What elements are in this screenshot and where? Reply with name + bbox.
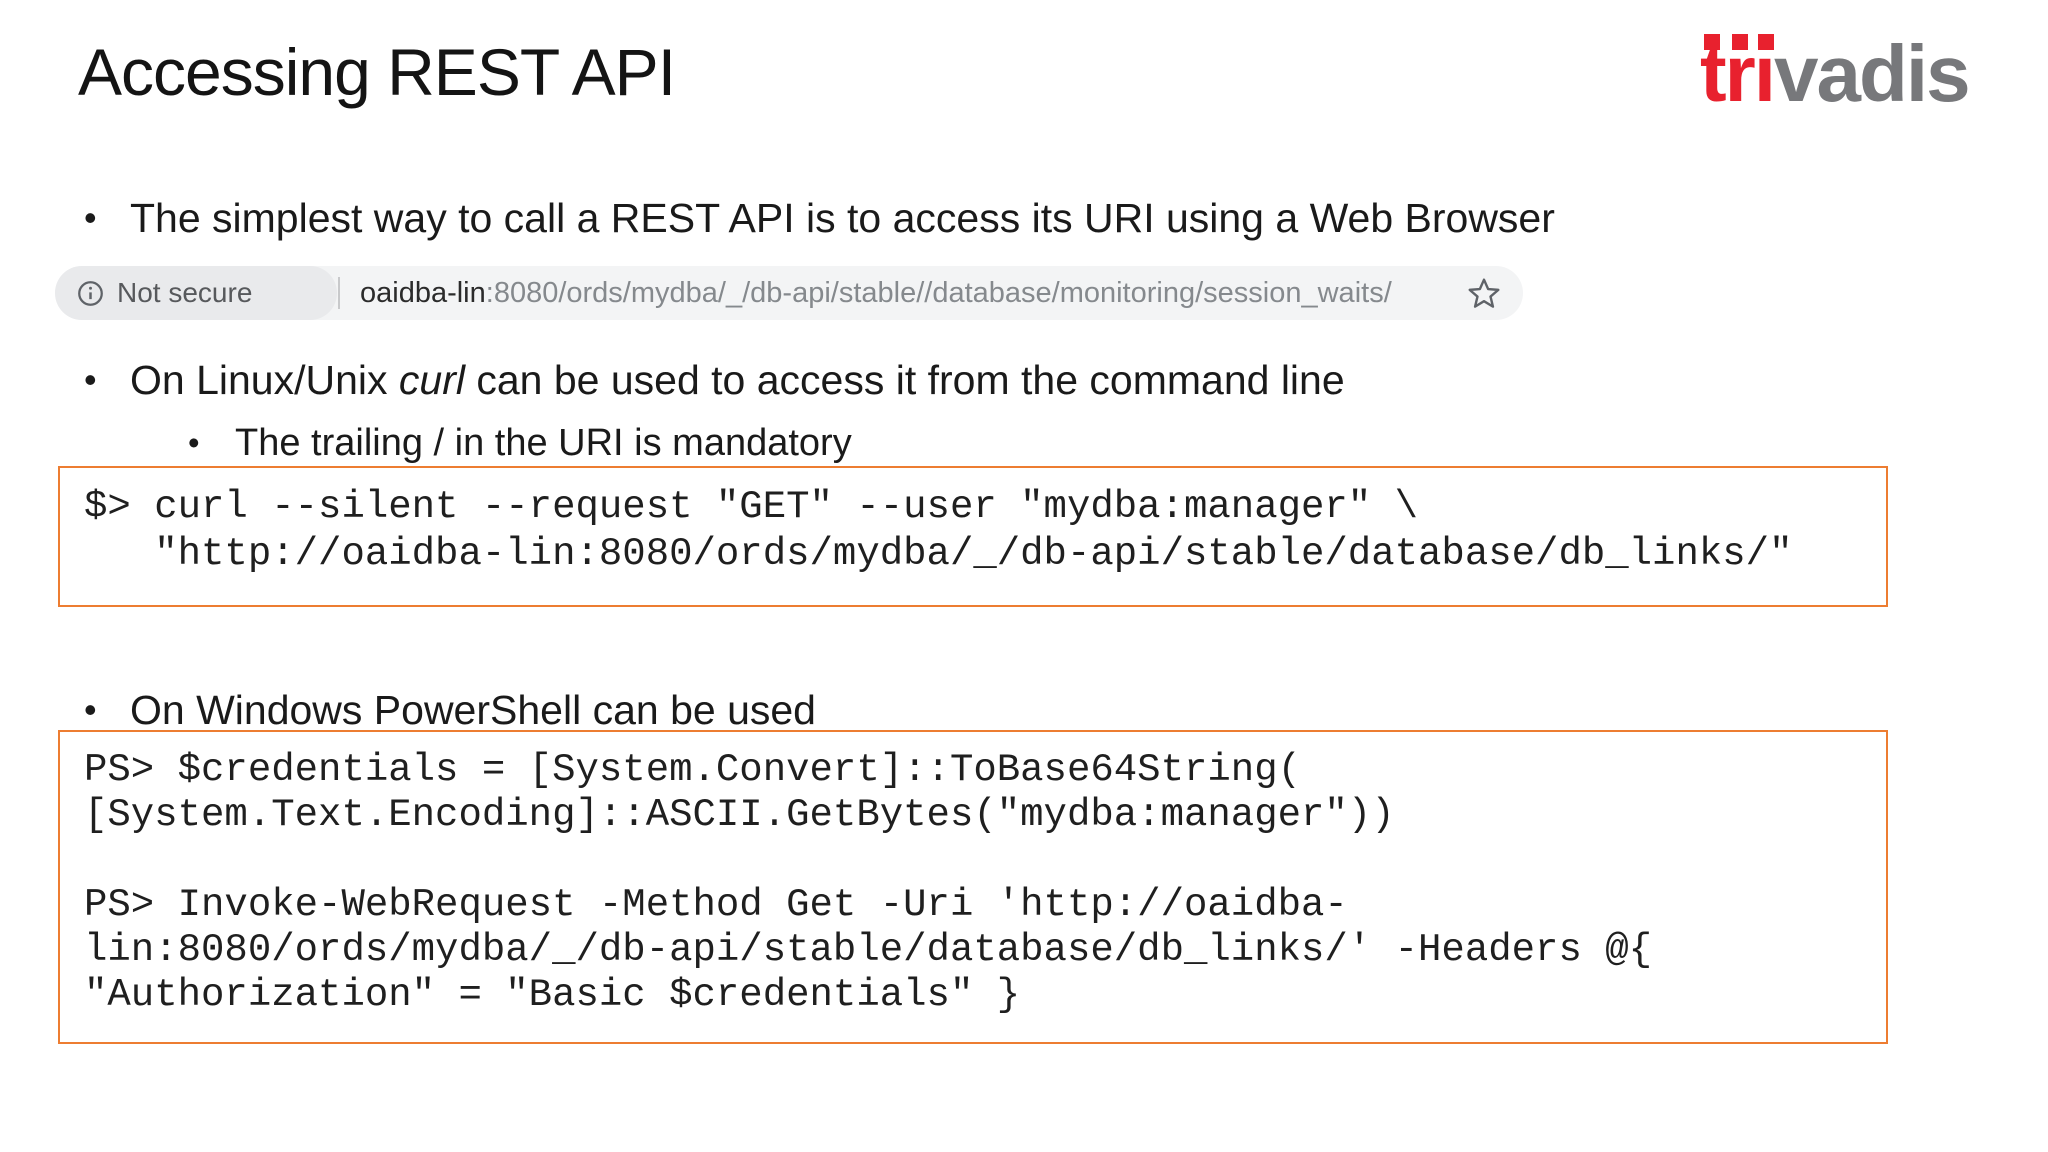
logo-text-gray: vadis (1774, 29, 1971, 118)
bullet-text-curl: curl (398, 357, 465, 403)
security-label: Not secure (117, 277, 253, 308)
bullet-trailing-slash: The trailing / in the URI is mandatory (188, 418, 852, 468)
bullet-text: On Linux/Unix curl can be used to access… (130, 357, 1345, 403)
logo-dot-icon (1704, 34, 1720, 50)
bullet-text: On Windows PowerShell can be used (130, 687, 816, 733)
url-text: oaidba-lin:8080/ords/mydba/_/db-api/stab… (360, 266, 1392, 320)
url-path: :8080/ords/mydba/_/db-api/stable//databa… (485, 277, 1392, 309)
info-icon (78, 280, 103, 306)
bullet-powershell: On Windows PowerShell can be used (84, 685, 816, 735)
page-title: Accessing REST API (78, 35, 676, 109)
logo-dot-icon (1732, 34, 1748, 50)
bullet-text-post: can be used to access it from the comman… (464, 357, 1345, 403)
bullet-text: The trailing / in the URI is mandatory (235, 422, 852, 464)
bullet-web-browser: The simplest way to call a REST API is t… (84, 193, 1555, 243)
bullet-text: The simplest way to call a REST API is t… (130, 195, 1555, 241)
logo-text-red: trı (1700, 29, 1776, 118)
trivadis-logo: trıvadis (1700, 24, 2020, 124)
logo-text: trıvadis (1700, 24, 1971, 124)
url-host: oaidba-lin (360, 277, 486, 309)
chip-divider (338, 277, 340, 309)
bullet-curl: On Linux/Unix curl can be used to access… (84, 355, 1345, 405)
bullet-text-pre: On Linux/Unix (130, 357, 399, 403)
curl-code-block: $> curl --silent --request "GET" --user … (58, 466, 1888, 607)
powershell-code-block: PS> $credentials = [System.Convert]::ToB… (58, 730, 1888, 1044)
browser-address-bar: Not secure oaidba-lin:8080/ords/mydba/_/… (55, 266, 1523, 320)
logo-dot-icon (1758, 34, 1774, 50)
security-chip: Not secure (55, 266, 337, 320)
bookmark-star-icon (1468, 278, 1500, 308)
